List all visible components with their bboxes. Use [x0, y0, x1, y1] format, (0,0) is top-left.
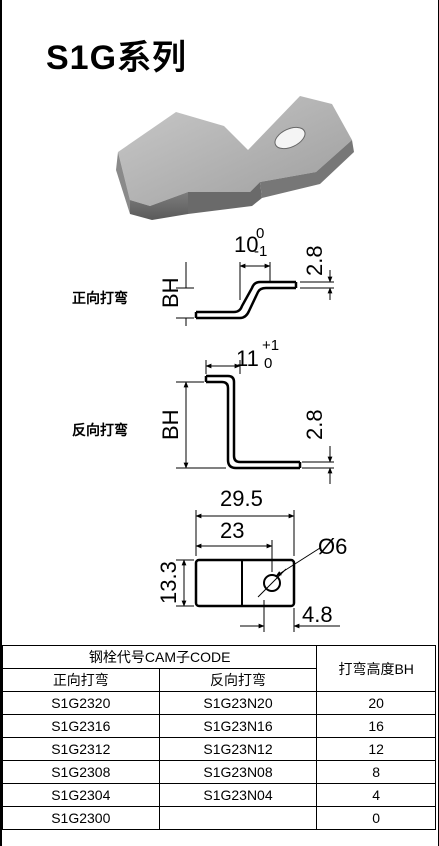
- bh-cell: 8: [316, 760, 436, 784]
- reverse-code-cell: S1G23N16: [158, 714, 318, 738]
- forward-thickness-dim: 2.8: [302, 245, 327, 276]
- group-header: 钢栓代号CAM子CODE: [1, 645, 318, 669]
- technical-drawing: 10 0 -1 2.8 BH 11 +1 0 2.8 BH: [116, 96, 354, 632]
- forward-code-cell: S1G2312: [2, 737, 160, 761]
- forward-width-tol-lower: -1: [254, 243, 267, 260]
- bh-cell: 4: [316, 783, 436, 807]
- reverse-width-dim: 11: [236, 346, 259, 371]
- spec-table: 钢栓代号CAM子CODE 打弯高度BH 正向打弯 反向打弯 S1G2320 S1…: [1, 645, 436, 830]
- plan-hole-diameter-dim: Ø6: [318, 534, 347, 559]
- table-row: S1G2304 S1G23N04 4: [2, 783, 436, 807]
- forward-code-cell: S1G2316: [2, 714, 160, 738]
- forward-bend-diagram: [176, 262, 334, 326]
- bh-cell: 0: [316, 806, 436, 830]
- reverse-width-tol-upper: +1: [262, 337, 279, 354]
- table-row: S1G2312 S1G23N12 12: [2, 737, 436, 761]
- table-row: S1G2300 0: [2, 806, 436, 830]
- reverse-width-tol-lower: 0: [264, 355, 272, 372]
- reverse-code-cell: S1G23N12: [158, 737, 318, 761]
- forward-column-header: 正向打弯: [2, 668, 160, 692]
- plan-bottom-dim: 4.8: [302, 602, 333, 627]
- forward-code-cell: S1G2308: [2, 760, 160, 784]
- forward-bh-label: BH: [158, 277, 183, 308]
- reverse-thickness-dim: 2.8: [302, 409, 327, 440]
- reverse-code-cell: S1G23N04: [158, 783, 318, 807]
- reverse-code-cell: [158, 806, 318, 830]
- forward-code-cell: S1G2320: [2, 691, 160, 715]
- table-header-row: 钢栓代号CAM子CODE 打弯高度BH: [1, 645, 436, 692]
- plan-hole-center-dim: 23: [220, 518, 244, 543]
- plan-height-dim: 13.3: [156, 561, 181, 604]
- cam-part-3d-render: [116, 96, 354, 220]
- bh-column-header: 打弯高度BH: [316, 645, 436, 692]
- bh-cell: 16: [316, 714, 436, 738]
- forward-code-cell: S1G2300: [2, 806, 160, 830]
- reverse-code-cell: S1G23N08: [158, 760, 318, 784]
- reverse-bend-label: 反向打弯: [72, 422, 128, 438]
- table-row: S1G2308 S1G23N08 8: [2, 760, 436, 784]
- table-row: S1G2316 S1G23N16 16: [2, 714, 436, 738]
- left-border: [0, 0, 2, 846]
- bh-cell: 20: [316, 691, 436, 715]
- table-row: S1G2320 S1G23N20 20: [2, 691, 436, 715]
- table-subheader-row: 正向打弯 反向打弯: [2, 668, 436, 692]
- plan-overall-width-dim: 29.5: [220, 486, 263, 511]
- reverse-column-header: 反向打弯: [158, 668, 318, 692]
- reverse-bend-diagram: [176, 360, 334, 484]
- forward-width-dim: 10: [234, 232, 258, 257]
- forward-code-cell: S1G2304: [2, 783, 160, 807]
- reverse-bh-label: BH: [158, 409, 183, 440]
- plan-view-diagram: [176, 510, 340, 632]
- forward-width-tol-upper: 0: [256, 225, 264, 242]
- reverse-code-cell: S1G23N20: [158, 691, 318, 715]
- forward-bend-label: 正向打弯: [72, 290, 128, 306]
- bh-cell: 12: [316, 737, 436, 761]
- page-title: S1G系列: [46, 39, 188, 77]
